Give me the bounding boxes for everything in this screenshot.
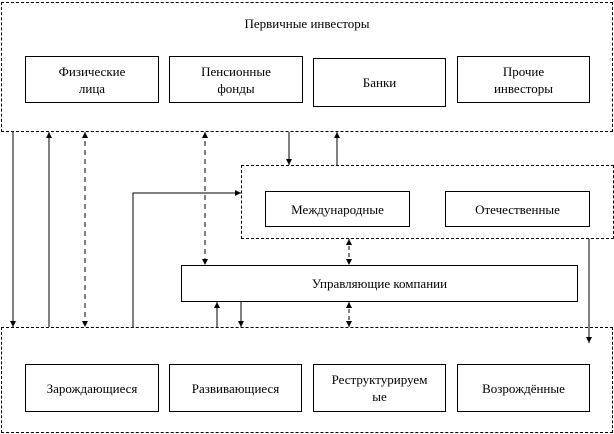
box-banks: Банки (313, 58, 446, 107)
box-pension-funds: Пенсионные фонды (169, 56, 303, 103)
box-individuals: Физические лица (25, 56, 159, 103)
box-pension-funds-label: Пенсионные фонды (201, 63, 271, 96)
box-developing-label: Развивающиеся (191, 380, 280, 396)
box-management-companies: Управляющие компании (181, 265, 578, 302)
box-banks-label: Банки (362, 75, 397, 90)
box-domestic-label: Отечественные (475, 201, 560, 217)
box-developing: Развивающиеся (169, 364, 302, 412)
box-reviving: Возрождённые (457, 364, 590, 412)
box-restructuring: Реструктурируем ые (313, 364, 446, 412)
box-international-label: Международные (291, 201, 384, 217)
box-restructuring-label: Реструктурируем ые (331, 372, 428, 404)
primary-investors-title: Первичные инвесторы (244, 16, 370, 31)
box-emerging-label: Зарождающиеся (46, 380, 138, 396)
box-emerging: Зарождающиеся (25, 364, 159, 412)
box-domestic: Отечественные (445, 191, 590, 227)
arrow-companies-to-investor-types (132, 190, 241, 327)
box-reviving-label: Возрождённые (482, 380, 565, 396)
box-management-companies-label: Управляющие компании (311, 276, 448, 291)
box-other-investors: Прочие инвесторы (457, 56, 590, 103)
box-international: Международные (265, 191, 410, 227)
box-individuals-label: Физические лица (58, 63, 126, 96)
companies-group (1, 327, 613, 433)
box-other-investors-label: Прочие инвесторы (493, 63, 554, 96)
primary-investors-group (1, 2, 613, 132)
